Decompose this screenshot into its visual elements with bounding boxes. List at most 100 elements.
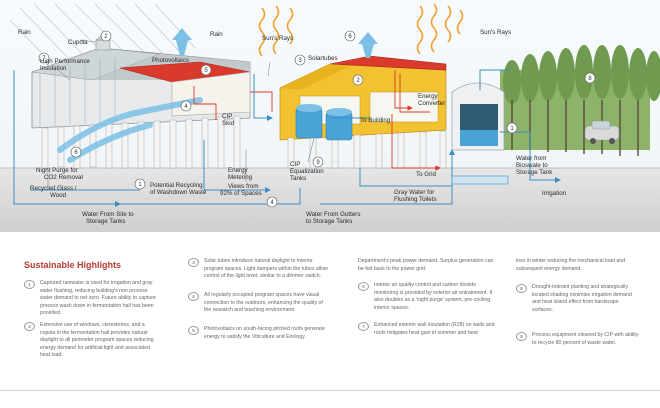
label-water-site-1: Water From Site to [82,211,134,218]
marker-1a: 1 [506,122,518,134]
rain-streaks [9,3,196,63]
highlight-item-5-continued: Department's peak power demand. Surplus … [358,258,494,272]
car-icon [584,120,620,144]
highlight-number: 5 [188,326,199,335]
label-recycled-2: Wood [50,192,67,199]
storage-tank-building [451,82,505,151]
highlight-number: 8 [516,284,527,293]
label-hpi-1: High Performance [40,58,90,65]
sustainable-highlights: Sustainable Highlights 1 Captured rainwa… [0,236,660,408]
svg-text:3: 3 [298,58,302,64]
highlight-text: Solar tubes introduce natural daylight t… [204,258,328,280]
highlight-number: 1 [24,280,35,289]
label-views-1: Views from [228,183,259,190]
highlight-item-9: 9 Process equipment cleaned by CIP with … [516,332,640,347]
label-water-site-2: Storage Tanks [86,218,125,225]
highlight-item-3: 3 Solar tubes introduce natural daylight… [188,258,330,281]
svg-text:6: 6 [348,34,352,40]
label-recycled-1: Recycled Glass / [30,185,77,192]
highlight-item-5: 5 Photovoltaics on south-facing pitched … [188,326,330,341]
marker-6b: 6 [70,146,82,158]
label-hpi-2: Insulation [40,65,67,72]
label-to-grid: To Grid [416,171,437,178]
highlight-item-7-continued: loss in winter reducing the mechanical l… [516,258,626,272]
water-lines [13,69,561,207]
highlight-text: Captured rainwater is used for irrigatio… [40,280,156,317]
label-potential-recycling-2: of Washdown Waste [150,189,207,196]
marker-4b: 4 [266,196,278,208]
label-views-2: 92% of Spaces [220,190,262,197]
marker-1b: 1 [134,178,146,190]
highlights-title: Sustainable Highlights [24,260,122,270]
marker-8: 8 [584,72,596,84]
highlight-number: 4 [188,292,199,301]
highlight-text: All regularly occupied program spaces ha… [204,292,323,314]
label-to-building: To Building [360,117,391,124]
label-water-gutters-2: to Storage Tanks [306,218,352,225]
marker-2b: 2 [352,74,364,86]
marker-5: 5 [200,64,212,76]
label-bioswale-3: Storage Tank [516,169,553,176]
svg-text:6: 6 [74,150,78,156]
label-suns-rays-1: Sun's Rays [262,35,293,42]
highlight-text: Interior air quality control and carbon … [374,282,493,311]
highlight-number: 7 [358,322,369,331]
label-photovoltaics: Photovoltaics [152,57,189,64]
svg-text:1: 1 [510,126,514,132]
leader-lines [47,39,315,186]
highlight-number: 2 [24,322,35,331]
label-bioswale-2: Bioswale to [516,162,548,169]
svg-text:4: 4 [184,104,188,110]
highlight-number: 9 [516,332,527,341]
label-rain-mid: Rain [210,31,223,38]
label-night-purge-1: Night Purge for [36,167,78,174]
label-bioswale-1: Water from [516,155,546,162]
water-tank [451,175,509,185]
svg-text:8: 8 [588,76,592,82]
building-diagram: 7 2 5 3 6 2 8 1 4 6 1 4 9 Rain Cupola Hi… [0,0,660,232]
label-rain-left: Rain [18,29,31,36]
svg-text:4: 4 [270,200,274,206]
marker-3: 3 [294,54,306,66]
highlight-item-7: 7 Enhanced exterior wall insulation (R28… [358,322,496,337]
highlight-text: Extensive use of windows, clerestories, … [40,322,154,359]
highlight-item-2: 2 Extensive use of windows, clerestories… [24,322,158,360]
marker-4a: 4 [180,100,192,112]
label-solartubes: Solartubes [308,55,338,62]
highlight-text: Process equipment cleaned by CIP with ab… [532,332,639,346]
marker-6a: 6 [344,30,356,42]
svg-text:5: 5 [204,68,208,74]
cip-equalization-tanks [295,104,353,141]
label-energy-converter-2: Converter [418,100,445,107]
label-night-purge-2: CO2 Removal [44,174,83,181]
tree-row [500,45,660,156]
highlight-item-4: 4 All regularly occupied program spaces … [188,292,330,315]
highlight-item-1: 1 Captured rainwater is used for irrigat… [24,280,158,318]
sun-rays [258,3,464,57]
highlight-item-8: 8 Drought-tolerant planting and strategi… [516,284,640,314]
label-energy-metering-2: Metering [228,174,253,181]
label-energy-converter-1: Energy [418,93,439,100]
label-cip-eq-2: Equalization [290,168,324,175]
svg-text:2: 2 [356,78,360,84]
svg-text:7: 7 [42,56,46,62]
marker-2a: 2 [100,30,112,42]
air-arrows [172,28,378,58]
marker-9: 9 [312,156,324,168]
label-potential-recycling-1: Potential Recycling [150,182,203,189]
label-cip-skid-2: Skid [222,120,235,127]
highlight-item-6: 6 Interior air quality control and carbo… [358,282,496,312]
label-gray-water-2: Flushing Toilets [394,196,437,203]
energy-lines [193,70,441,171]
cupola-shape [95,39,111,51]
svg-text:9: 9 [316,160,320,166]
label-energy-metering-1: Energy [228,167,249,174]
label-cip-eq-1: CIP [290,161,300,168]
highlight-text: Drought-tolerant planting and strategica… [532,284,632,313]
highlight-number: 3 [188,258,199,267]
highlight-text: Photovoltaics on south-facing pitched ro… [204,326,325,340]
label-water-gutters-1: Water From Gutters [306,211,360,218]
label-irrigation: Irrigation [542,190,567,197]
highlight-text: Enhanced exterior wall insulation (R28) … [374,322,495,336]
svg-text:2: 2 [104,34,108,40]
